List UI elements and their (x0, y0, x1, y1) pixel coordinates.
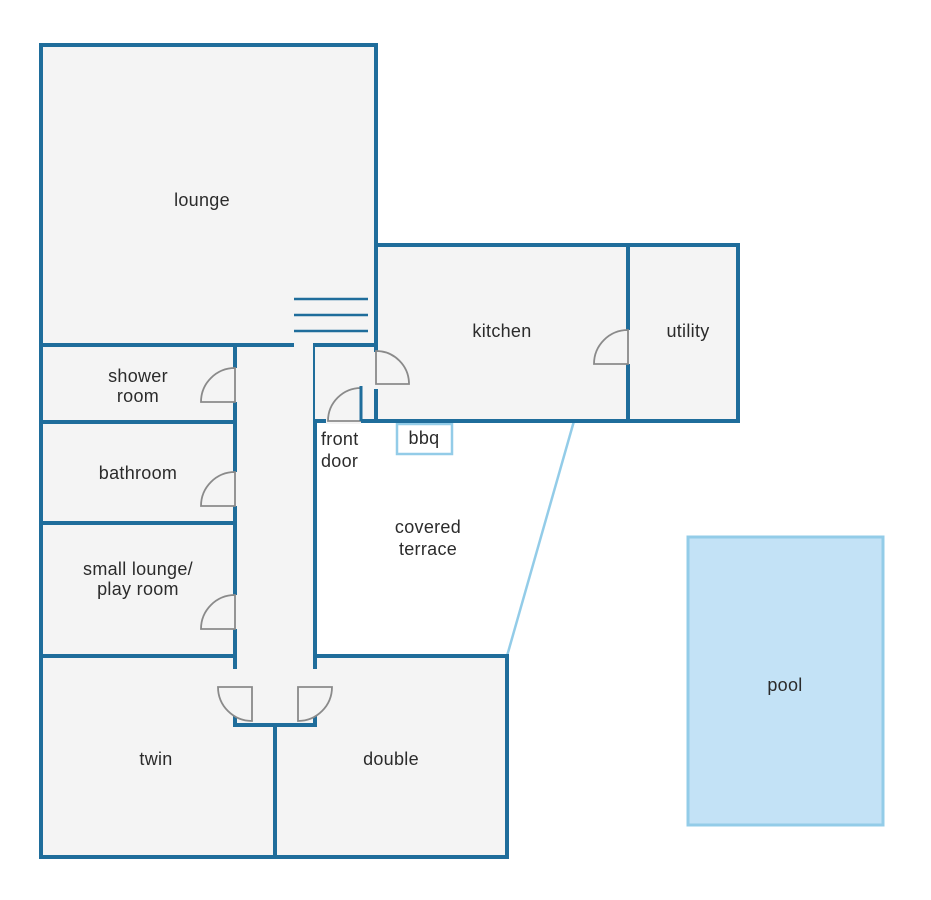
label-shower-room-2: room (117, 386, 159, 406)
door-bathroom (200, 471, 238, 507)
hallway (233, 343, 317, 727)
lounge-room (39, 43, 378, 347)
kitchen-room (374, 243, 630, 423)
label-small-lounge-1: small lounge/ (83, 559, 193, 579)
door-kitchen (375, 350, 410, 385)
door-small-lounge (200, 594, 238, 630)
label-lounge: lounge (174, 190, 230, 210)
door-shower (200, 367, 238, 403)
bbq-box (395, 422, 454, 456)
label-covered-terrace-2: terrace (399, 539, 457, 559)
label-front-door-1: front (321, 429, 359, 449)
label-front-door-2: door (321, 451, 358, 471)
label-utility: utility (666, 321, 709, 341)
pool (686, 535, 885, 827)
label-small-lounge-2: play room (97, 579, 179, 599)
front-door-icon (315, 386, 738, 424)
label-bathroom: bathroom (99, 463, 177, 483)
label-covered-terrace-1: covered (395, 517, 461, 537)
label-kitchen: kitchen (472, 321, 531, 341)
label-double: double (363, 749, 419, 769)
label-twin: twin (139, 749, 172, 769)
stairs-icon (294, 297, 368, 333)
label-shower-room-1: shower (108, 366, 168, 386)
door-utility (593, 329, 631, 365)
door-twin (217, 669, 253, 722)
label-bbq: bbq (409, 428, 440, 448)
terrace-edge (505, 420, 576, 657)
label-pool: pool (767, 675, 802, 695)
door-double (297, 669, 333, 722)
utility-room (626, 243, 740, 423)
